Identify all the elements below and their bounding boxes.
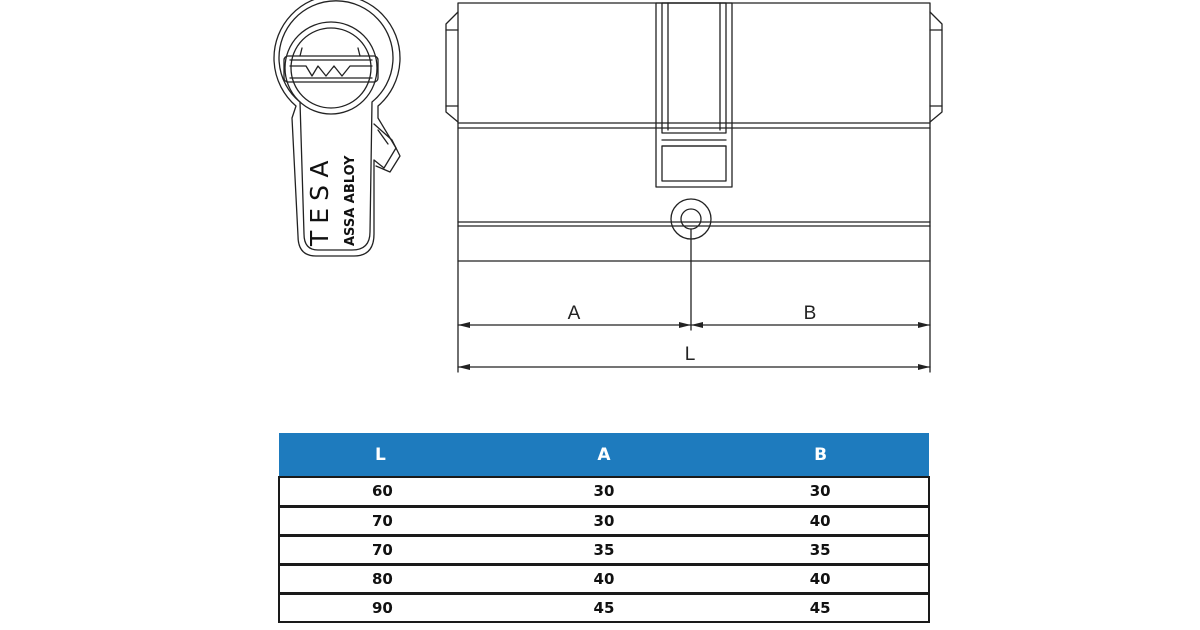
cell-a: 45	[495, 591, 713, 623]
dimension-l-label: L	[685, 344, 696, 365]
dimension-a-label: A	[568, 303, 581, 324]
table-row: 80 40 40	[278, 562, 930, 594]
tesa-logo: TESA	[305, 153, 334, 247]
dimension-arrowheads	[458, 322, 930, 370]
cell-b: 45	[712, 591, 930, 623]
cell-a: 40	[495, 562, 713, 594]
column-header-l: L	[375, 444, 386, 465]
cell-a: 30	[495, 504, 713, 536]
cell-l: 70	[278, 533, 496, 565]
size-table: L A B 60 30 30 70 30 40 70 35 35 80 40 4…	[278, 433, 930, 623]
cell-l: 80	[278, 562, 496, 594]
assa-abloy-logo: ASSA ABLOY	[343, 155, 358, 246]
cell-l: 70	[278, 504, 496, 536]
cell-b: 40	[712, 562, 930, 594]
table-row: 70 35 35	[278, 533, 930, 565]
column-header-b: B	[814, 444, 828, 465]
dimension-lines	[457, 228, 931, 373]
table-header-row: L A B	[279, 433, 929, 477]
column-header-a: A	[597, 444, 611, 465]
cell-l: 90	[278, 591, 496, 623]
cylinder-profile-view	[273, 0, 401, 257]
table-row: 70 30 40	[278, 504, 930, 536]
cell-a: 30	[495, 476, 713, 507]
cylinder-front-view	[445, 2, 943, 262]
table-row: 60 30 30	[278, 476, 930, 507]
cell-l: 60	[278, 476, 496, 507]
cell-b: 35	[712, 533, 930, 565]
dimension-b-label: B	[804, 303, 817, 324]
table-row: 90 45 45	[278, 591, 930, 623]
cell-b: 30	[712, 476, 930, 507]
cell-b: 40	[712, 504, 930, 536]
cylinder-drawing: A B L TESA ASSA ABLOY	[273, 0, 943, 373]
cell-a: 35	[495, 533, 713, 565]
